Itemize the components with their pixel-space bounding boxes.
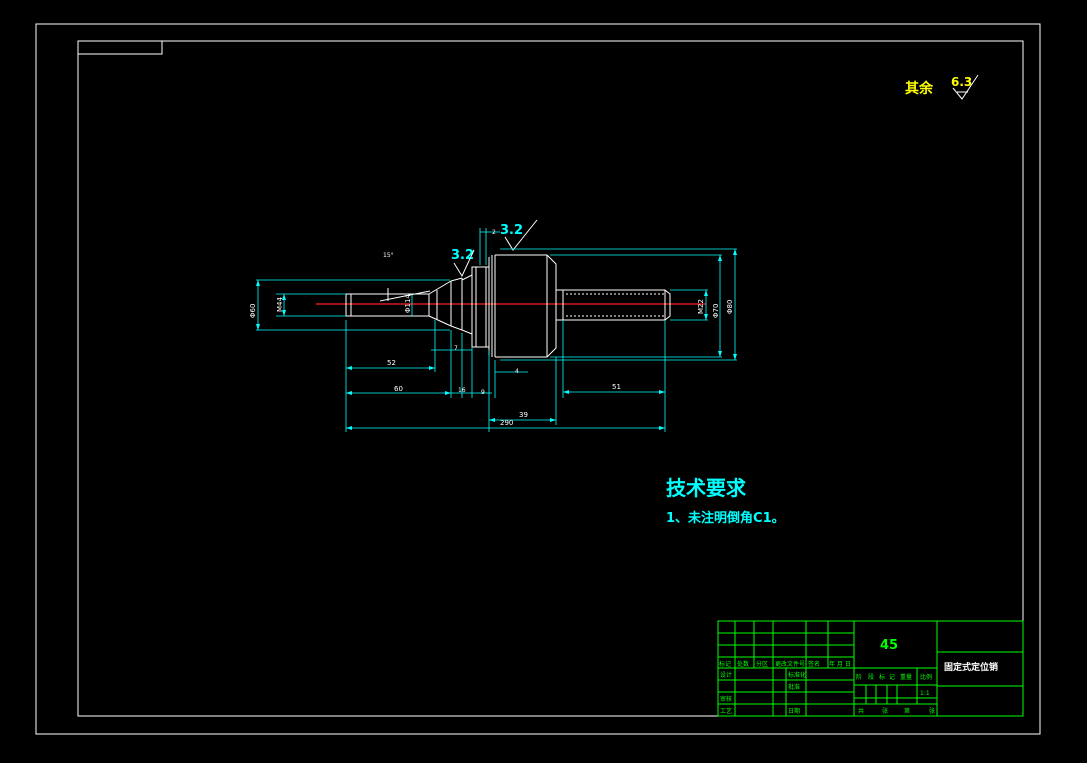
tb-row-2: 工艺: [720, 707, 732, 715]
dim-len-total: 290: [500, 419, 513, 427]
tb-stage-3: 记: [889, 674, 895, 681]
roughness-symbol-general: [952, 74, 979, 100]
dim-top-gap: 2: [492, 229, 496, 236]
tb-material: 45: [880, 638, 898, 653]
dim-d-left-outer: Φ60: [249, 304, 257, 318]
tb-bottom-3: 张: [929, 707, 935, 715]
tb-header-3: 更改文件号: [775, 660, 805, 668]
tb-row-labels: 设计 审核 工艺: [720, 671, 732, 715]
tb-scale: 1:1: [920, 690, 930, 697]
dim-d-right-mid: Φ70: [712, 304, 720, 318]
surface-note-value: 6.3: [951, 75, 972, 89]
tb-row-0: 设计: [720, 671, 732, 679]
code-box: [77, 40, 163, 55]
tb-header-4: 签名: [808, 660, 820, 668]
outer-border: [35, 23, 1041, 735]
dim-len-9: 9: [481, 389, 485, 396]
dimension-lines: [256, 228, 737, 432]
dim-len-51: 51: [612, 383, 621, 391]
dim-len-39: 39: [519, 411, 528, 419]
tb-stage-2: 标: [879, 673, 885, 681]
angle-label: 15°: [383, 252, 394, 259]
tb-header-2: 分区: [756, 660, 768, 668]
dim-d-right-big: Φ80: [726, 300, 734, 314]
dim-len-52: 52: [387, 359, 396, 367]
surface-note-label: 其余: [905, 80, 934, 97]
tb-header-5: 年 月 日: [829, 660, 851, 668]
tb-mid-1: 批准: [788, 683, 800, 691]
dim-d-cone: Φ114: [404, 294, 412, 313]
inner-border: [77, 40, 1024, 717]
tb-bottom-labels: 共 张 第 张: [858, 707, 935, 715]
tb-bottom-2: 第: [904, 707, 910, 715]
tb-stage-1: 段: [868, 673, 874, 681]
tb-part-name: 固定式定位销: [944, 661, 998, 673]
roughness-mark-2: 3.2: [500, 223, 523, 238]
dim-d-right-small: M22: [697, 299, 705, 314]
tb-bottom-0: 共: [858, 707, 864, 715]
tb-stage-0: 阶: [856, 673, 862, 681]
dimension-arrows: [256, 249, 737, 430]
tb-mid-labels: 标准化 批准 日期: [788, 671, 806, 715]
tb-header-1: 处数: [737, 660, 749, 668]
tb-header-0: 标记: [719, 660, 731, 668]
part-outline: [345, 254, 671, 358]
tb-row-1: 审核: [720, 695, 732, 703]
dim-len-60: 60: [394, 385, 403, 393]
dim-d-left-inner: M44: [276, 297, 284, 312]
tb-stage-labels: 阶 段 标 记 重量 比例: [856, 673, 932, 681]
dim-len-7: 7: [454, 345, 458, 352]
tb-mid-0: 标准化: [788, 671, 806, 679]
tb-mid-2: 日期: [788, 707, 800, 715]
tb-stage-5: 比例: [920, 673, 932, 681]
tb-bottom-1: 张: [882, 707, 888, 715]
tech-item-1: 1、未注明倒角C1。: [666, 510, 785, 526]
dim-len-16: 16: [458, 387, 466, 394]
dim-len-4: 4: [515, 368, 519, 375]
roughness-mark-1: 3.2: [451, 248, 474, 263]
tb-stage-4: 重量: [900, 673, 912, 681]
title-block: [717, 620, 1024, 717]
angle-mark: [379, 288, 431, 302]
tech-title: 技术要求: [666, 476, 747, 500]
tb-header-cells: 标记 处数 分区 更改文件号 签名 年 月 日: [719, 660, 851, 668]
